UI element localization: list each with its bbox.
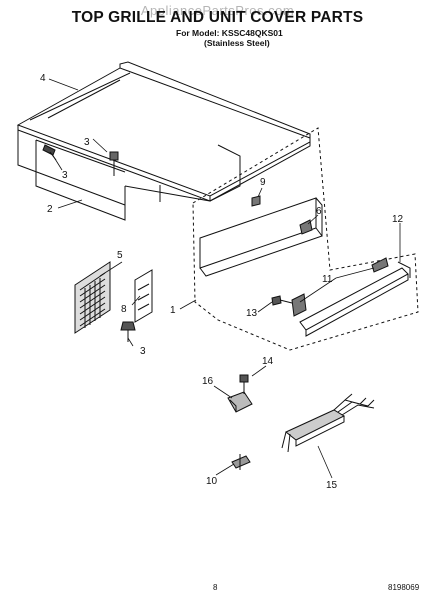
trim-bar — [299, 261, 411, 337]
page-number: 8 — [213, 583, 218, 592]
callout-3a: 3 — [84, 137, 90, 148]
callout-16: 16 — [202, 376, 214, 387]
callout-8: 8 — [121, 304, 127, 315]
callout-1: 1 — [170, 305, 176, 316]
watermark-text: AppliancePartsPros.com — [140, 3, 295, 18]
wiring-harness-15 — [281, 393, 375, 453]
callout-5: 5 — [117, 250, 123, 261]
document-number: 8198069 — [388, 583, 420, 592]
screw-3-center — [109, 151, 119, 176]
finish-line: (Stainless Steel) — [204, 38, 270, 48]
leader-lines — [48, 78, 401, 479]
callout-14: 14 — [262, 356, 274, 367]
callout-4: 4 — [40, 73, 46, 84]
grille-vent — [74, 261, 111, 334]
page-title: TOP GRILLE AND UNIT COVER PARTS — [71, 9, 364, 26]
screw-14 — [239, 374, 249, 394]
assembly-1-outline — [192, 127, 419, 351]
callout-2: 2 — [47, 204, 53, 215]
bracket-11-left — [291, 293, 307, 317]
grille-insert — [134, 269, 153, 323]
bracket-11-right — [371, 257, 389, 273]
screw-3-lower — [120, 321, 136, 342]
clip-10 — [231, 454, 251, 470]
clip-16 — [227, 391, 253, 413]
callout-12: 12 — [392, 214, 404, 225]
callout-11: 11 — [322, 274, 333, 285]
callout-13: 13 — [246, 308, 258, 319]
screw-13 — [271, 295, 293, 306]
callout-10: 10 — [206, 476, 218, 487]
top-grille-panel — [199, 197, 323, 277]
callout-15: 15 — [326, 480, 338, 491]
callout-3c: 3 — [140, 346, 146, 357]
cover-front-panel — [17, 125, 241, 221]
callout-3b: 3 — [62, 170, 68, 181]
model-line: For Model: KSSC48QKS01 — [176, 28, 283, 38]
callout-6: 6 — [316, 206, 322, 217]
clip-9 — [251, 195, 261, 207]
callout-9: 9 — [260, 177, 266, 188]
